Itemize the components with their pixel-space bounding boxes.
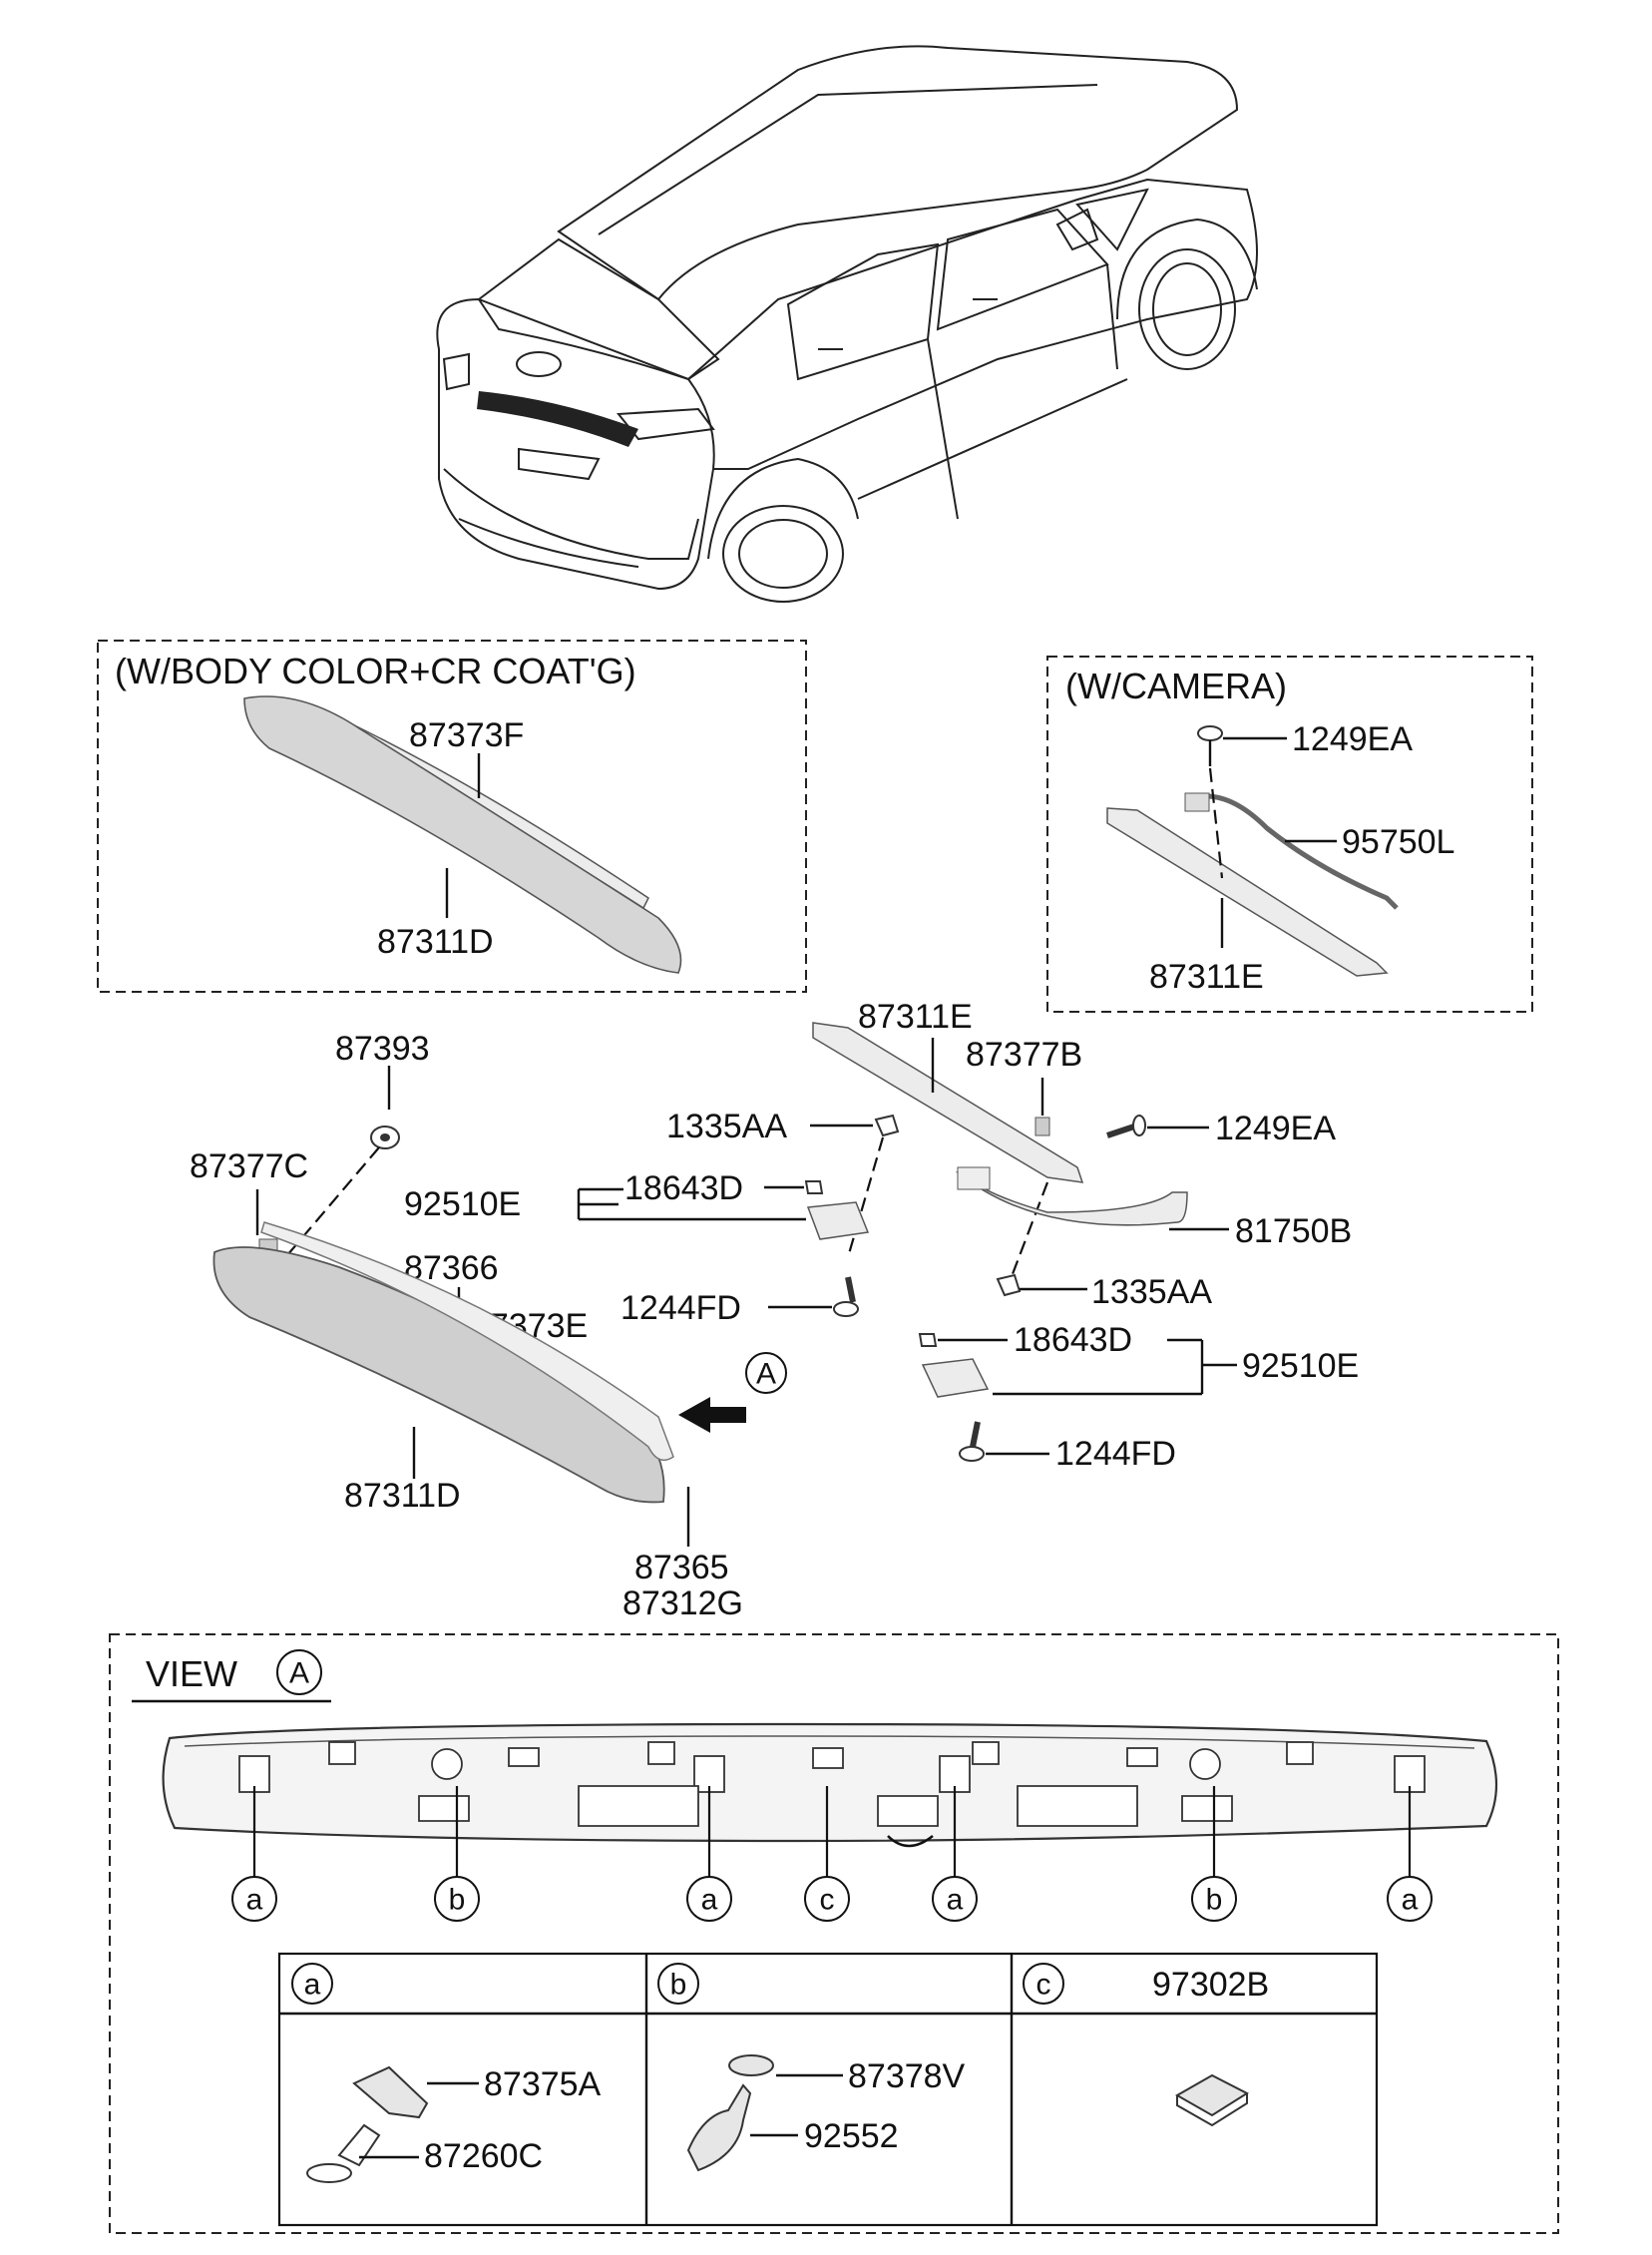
camera-box: (W/CAMERA) 1249EA 95750L 87311E <box>1046 656 1533 1013</box>
label-81750B: 81750B <box>1235 1212 1352 1250</box>
label-87311E: 87311E <box>858 998 973 1036</box>
view-callout-b: b <box>1206 1884 1223 1917</box>
view-direction-arrow-icon <box>678 1397 746 1433</box>
view-callout-circle <box>434 1876 480 1922</box>
part-87311D-shape <box>212 1246 665 1504</box>
view-callout-a: a <box>701 1884 718 1917</box>
legend-key-a: a <box>304 1969 321 2002</box>
clip-87260C-icon <box>337 2123 381 2167</box>
pad-87375A-icon <box>352 2065 429 2119</box>
legend-key-c: c <box>1036 1969 1051 2002</box>
label-87365: 87365 <box>634 1549 729 1586</box>
vehicle-illustration <box>436 45 1258 603</box>
view-a-header: VIEW <box>146 1653 237 1694</box>
label-87312G: 87312G <box>622 1584 743 1622</box>
part-87311E-cam-shape <box>1106 807 1389 977</box>
label-87393: 87393 <box>335 1030 430 1068</box>
lamp-92510E-2-icon <box>921 1358 990 1398</box>
view-a-frame <box>109 1633 1559 2234</box>
label-18643D-2: 18643D <box>1014 1321 1132 1359</box>
body-color-box-frame <box>97 640 807 993</box>
label-1335AA-1: 1335AA <box>666 1108 787 1145</box>
label-87311E-cam: 87311E <box>1149 958 1264 996</box>
arrow-A-marker: A <box>756 1358 776 1391</box>
label-95750L: 95750L <box>1342 823 1454 861</box>
label-87377B: 87377B <box>966 1036 1082 1074</box>
label-92510E-1: 92510E <box>404 1185 521 1223</box>
view-callout-c: c <box>820 1884 835 1917</box>
washer-87378V-icon <box>728 2054 774 2076</box>
label-1249EA: 1249EA <box>1215 1110 1336 1147</box>
view-callout-circle <box>1387 1876 1433 1922</box>
bumper-92552-icon <box>686 2083 752 2172</box>
cable-81750B-shape <box>955 1171 1188 1226</box>
legend-a-item-1: 87375A <box>484 2065 602 2103</box>
bulb-18643D-2-icon <box>918 1333 938 1347</box>
label-1244FD-1: 1244FD <box>620 1289 741 1327</box>
exploded-assembly: 87311E 87377B 1335AA 1249EA 87393 87377C… <box>190 998 1359 1622</box>
camera-box-header: (W/CAMERA) <box>1065 666 1287 706</box>
clip-1335AA-icon <box>874 1114 900 1137</box>
legend-key-b: b <box>670 1969 687 2002</box>
view-callout-b: b <box>449 1884 466 1917</box>
clip-1335AA-2-icon <box>996 1273 1022 1297</box>
screw-1244FD-icon <box>833 1301 859 1317</box>
strip-87366-shape <box>260 1221 674 1462</box>
label-92510E-2: 92510E <box>1242 1347 1359 1385</box>
part-87311E-shape <box>812 1022 1084 1183</box>
view-callout-a: a <box>947 1884 964 1917</box>
label-1335AA-2: 1335AA <box>1091 1273 1212 1311</box>
view-callout-circle <box>804 1876 850 1922</box>
part-87311D-top-shape <box>243 695 682 974</box>
body-color-box-header: (W/BODY COLOR+CR COAT'G) <box>115 651 636 691</box>
legend-c-title: 97302B <box>1152 1966 1269 2004</box>
lamp-92510E-icon <box>806 1201 870 1240</box>
legend-b-item-2: 92552 <box>804 2117 899 2155</box>
legend-b-item-1: 87378V <box>848 2057 966 2095</box>
view-callout-circle <box>932 1876 978 1922</box>
bulb-18643D-icon <box>804 1180 824 1194</box>
label-87311D-top: 87311D <box>377 923 494 961</box>
screw-1244FD-2-icon <box>959 1446 985 1462</box>
view-callout-circle <box>231 1876 277 1922</box>
view-callout-circle <box>686 1876 732 1922</box>
view-callout-circle <box>1191 1876 1237 1922</box>
part-87377B-icon <box>1034 1117 1050 1136</box>
body-color-box: (W/BODY COLOR+CR COAT'G) 87373F 87311D <box>97 640 807 993</box>
screw-1249EA-icon <box>1132 1115 1146 1136</box>
legend-a-item-2: 87260C <box>424 2137 543 2175</box>
view-callout-a: a <box>246 1884 263 1917</box>
screw-1249EA-cam-icon <box>1197 725 1223 741</box>
camera-box-frame <box>1046 656 1533 1013</box>
view-callout-a: a <box>1402 1884 1419 1917</box>
label-1249EA-cam: 1249EA <box>1292 720 1413 758</box>
label-1244FD-2: 1244FD <box>1055 1435 1176 1473</box>
label-87311D: 87311D <box>344 1477 461 1515</box>
label-87377C: 87377C <box>190 1147 308 1185</box>
legend-table: a b c 97302B 87375A 87260C 87378V 92552 <box>277 1952 1379 2227</box>
view-a-marker: A <box>289 1657 309 1690</box>
label-87373F: 87373F <box>409 716 524 754</box>
label-18643D-1: 18643D <box>624 1169 743 1207</box>
garnish-rear-view-shape <box>162 1722 1498 1843</box>
